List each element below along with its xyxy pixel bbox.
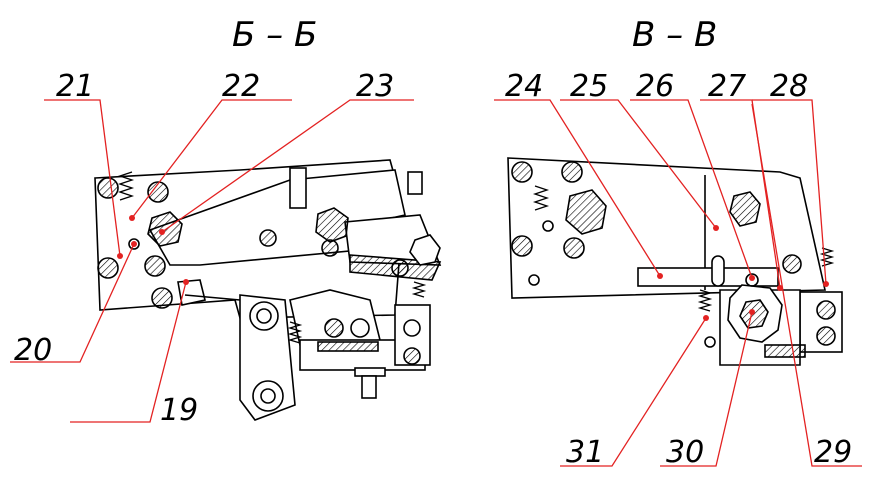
spring-31 [697, 289, 713, 312]
frame-hole-1 [542, 220, 554, 232]
block-pin-1 [816, 300, 836, 320]
section-b-view [94, 159, 442, 421]
leader-dot-20 [131, 241, 137, 247]
frame-hole-2 [528, 274, 540, 286]
leader-dot-24 [657, 273, 663, 279]
bottom-screw [361, 375, 377, 399]
pin-8 [391, 259, 409, 277]
leader-dot-30 [749, 309, 755, 315]
leader-31 [560, 317, 707, 467]
pin-4 [144, 255, 166, 277]
pin-5 [151, 287, 173, 309]
spring-right [411, 281, 427, 298]
leader-dot-23 [159, 229, 165, 235]
leader-28 [752, 99, 827, 285]
leader-24 [494, 99, 661, 277]
pin-10 [324, 318, 344, 338]
leader-dot-25 [713, 225, 719, 231]
frame-hex [565, 189, 607, 235]
leader-20 [10, 243, 135, 363]
leader-19 [70, 281, 187, 423]
pin-2 [147, 181, 169, 203]
pin-3 [97, 257, 119, 279]
pin-1 [97, 177, 119, 199]
leader-26 [630, 99, 753, 279]
arm-pivot-inner [256, 308, 272, 324]
upright-bar [289, 167, 307, 209]
bottom-hatch [317, 341, 379, 352]
section-v-view [507, 157, 843, 366]
frame-pin-1 [511, 161, 533, 183]
callout-labels: 19 20 21 22 23 24 25 26 27 28 29 30 31 [14, 69, 852, 470]
leader-dot-31 [703, 315, 709, 321]
leader-dot-19 [183, 279, 189, 285]
spring-frame [532, 185, 550, 211]
hex-nut [409, 234, 441, 266]
leader-21 [44, 99, 121, 257]
frame-pin-2 [561, 161, 583, 183]
hex-shaft-2 [315, 207, 349, 243]
frame-plate [507, 157, 826, 299]
section-title-v: В – В [632, 15, 717, 55]
block-pin-2 [816, 326, 836, 346]
leader-dot-22 [129, 215, 135, 221]
callout-27: 27 [708, 69, 746, 104]
arm-end-inner [260, 388, 276, 404]
frame-hex-2 [729, 191, 761, 227]
small-link [177, 279, 206, 306]
leader-29 [751, 103, 862, 467]
arm-end-outer [252, 380, 284, 412]
bar-hole [745, 273, 759, 287]
adjust-screw [407, 171, 423, 195]
leader-dot-21 [117, 253, 123, 259]
callout-31: 31 [566, 435, 604, 470]
pin-9 [403, 347, 421, 365]
catch-plate [764, 344, 806, 358]
slot [711, 255, 725, 287]
callout-21: 21 [56, 69, 94, 104]
leader-dot-27 [777, 285, 783, 291]
leader-dot-28 [823, 281, 829, 287]
spring-anchor [704, 336, 716, 348]
pin-6 [259, 229, 277, 247]
callout-22: 22 [222, 69, 260, 104]
callout-19: 19 [160, 393, 198, 428]
callout-25: 25 [570, 69, 608, 104]
spring-bottom [287, 321, 303, 344]
callout-26: 26 [636, 69, 674, 104]
spring-left-upper [117, 171, 135, 201]
frame-pin-3 [511, 235, 533, 257]
callout-20: 20 [14, 333, 52, 368]
callout-30: 30 [666, 435, 704, 470]
cam-hole [350, 318, 370, 338]
leader-25 [560, 99, 717, 229]
frame-pin-5 [782, 254, 802, 274]
arm-pivot-outer [249, 301, 279, 331]
callout-24: 24 [505, 69, 543, 104]
bottom-clamp [354, 367, 386, 377]
leader-22 [131, 99, 292, 219]
link-rod [184, 294, 241, 301]
leader-lines [10, 99, 862, 467]
callout-29: 29 [814, 435, 852, 470]
hex-shaft [147, 211, 183, 247]
callout-23: 23 [356, 69, 394, 104]
side-hole [403, 319, 421, 337]
frame-pin-4 [563, 237, 585, 259]
leader-30 [660, 311, 753, 467]
leader-23 [161, 99, 414, 233]
small-hole [128, 238, 140, 250]
spring-28 [819, 247, 835, 267]
leader-dot-26 [749, 275, 755, 281]
callout-28: 28 [770, 69, 808, 104]
section-title-b: Б – Б [232, 15, 317, 55]
